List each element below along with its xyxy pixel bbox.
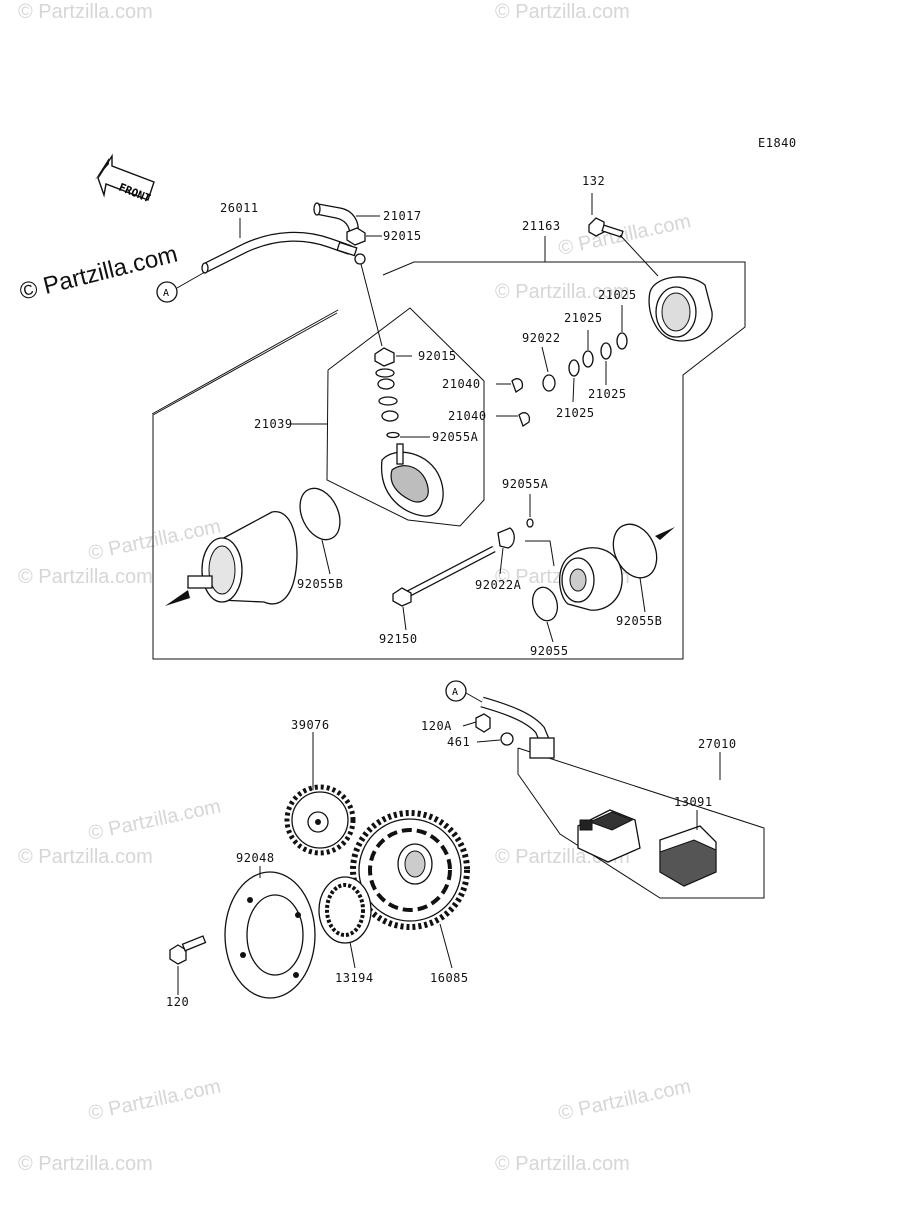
watermark-main: © Partzilla.com [17, 241, 180, 306]
shim-icon [616, 332, 628, 350]
watermark: © Partzilla.com [18, 1, 153, 23]
idle-gear [284, 784, 356, 856]
watermark: © Partzilla.com [495, 1153, 630, 1175]
starter-clutch-gear [350, 810, 470, 930]
shim-icon [582, 350, 594, 368]
part-label: 26011 [220, 201, 259, 215]
relay-cable [480, 696, 555, 759]
part-label: 92022 [522, 331, 561, 345]
part-label: 21039 [254, 417, 293, 431]
starter-cable [201, 231, 366, 274]
watermark: © Partzilla.com [556, 1075, 692, 1125]
clutch-flange [224, 871, 316, 999]
brush-clip-icon [518, 412, 531, 427]
o-ring-icon [531, 586, 559, 622]
watermark: © Partzilla.com [18, 846, 153, 868]
leader-lines [177, 721, 721, 995]
nut-icon [346, 227, 366, 246]
watermark: © Partzilla.com [18, 1153, 153, 1175]
starter-relay [577, 809, 641, 863]
shim-icon [600, 342, 612, 360]
part-label: 13091 [674, 795, 713, 809]
callout-a: A [445, 680, 483, 703]
diagram-code: E1840 [758, 136, 797, 150]
part-label: 21040 [448, 409, 487, 423]
watermark: © Partzilla.com [18, 566, 153, 588]
part-label: 120A [421, 719, 452, 733]
part-label: 92015 [383, 229, 422, 243]
part-label: 21040 [442, 377, 481, 391]
part-label: 92150 [379, 632, 418, 646]
part-label: 132 [582, 174, 605, 188]
front-arrow-icon: FRONT [95, 153, 155, 205]
shim-icon [568, 359, 580, 377]
washer-icon [500, 732, 514, 746]
part-label: 92055A [502, 477, 549, 491]
watermark: © Partzilla.com [556, 210, 692, 260]
part-labels: 132 26011 21017 92015 21163 21025 21025 … [166, 174, 737, 1009]
part-label: 92055A [432, 430, 479, 444]
starter-motor-body [165, 511, 298, 606]
watermark: © Partzilla.com [495, 1, 630, 23]
part-label: 120 [166, 995, 189, 1009]
washer-icon [542, 374, 556, 392]
part-label: 461 [447, 735, 470, 749]
starter-front-cover [558, 527, 675, 611]
part-label: 92048 [236, 851, 275, 865]
bolt-icon [169, 935, 207, 965]
relay-cover [659, 825, 717, 887]
watermark: © Partzilla.com [86, 515, 222, 565]
part-label: 92022A [475, 578, 522, 592]
part-label: 21017 [383, 209, 422, 223]
leader-lines [239, 193, 646, 643]
o-ring-icon [299, 487, 341, 541]
bolt-icon [588, 217, 624, 238]
part-label: 92055B [616, 614, 662, 628]
part-label: 92055 [530, 644, 569, 658]
svg-text:A: A [163, 288, 169, 299]
part-label: 92015 [418, 349, 457, 363]
part-label: 39076 [291, 718, 330, 732]
part-label: 16085 [430, 971, 469, 985]
part-label: 21025 [564, 311, 603, 325]
through-bolt-icon [392, 545, 496, 607]
watermark: © Partzilla.com [86, 795, 222, 845]
part-label: 21025 [556, 406, 595, 420]
part-label: 92055B [297, 577, 343, 591]
callout-a: A [156, 271, 206, 303]
starter-assembly-frame [151, 261, 746, 660]
one-way-clutch [318, 876, 372, 944]
starter-end-cover [648, 276, 713, 342]
bolt-icon [475, 713, 491, 733]
watermark: © Partzilla.com [86, 1075, 222, 1125]
relay-frame [517, 747, 765, 899]
part-label: 27010 [698, 737, 737, 751]
part-label: 21025 [598, 288, 637, 302]
washer-icon [497, 527, 515, 549]
part-label: 21025 [588, 387, 627, 401]
small-ring-icon [526, 518, 534, 528]
brush-clip-icon [511, 378, 524, 393]
svg-text:A: A [452, 687, 458, 698]
part-label: 21163 [522, 219, 561, 233]
watermark: © Partzilla.com [495, 281, 630, 303]
brush-holder-stack [374, 347, 444, 517]
part-label: 13194 [335, 971, 374, 985]
